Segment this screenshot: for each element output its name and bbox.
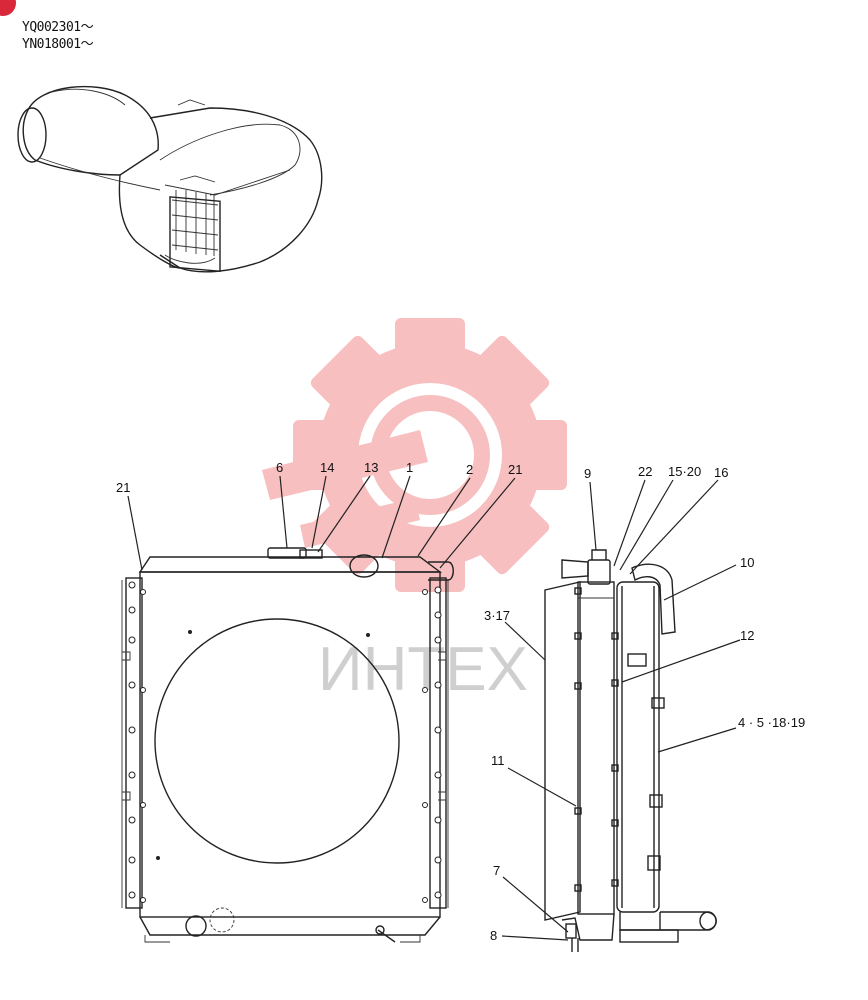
label-22: 22 [638,464,652,479]
label-6: 6 [276,460,283,475]
label-9: 9 [584,466,591,481]
serial-range-1: YQ002301～ [22,20,94,35]
radiator-bolt-holes [128,581,442,903]
label-21-left: 21 [116,480,130,495]
label-10: 10 [740,555,754,570]
corner-badge [0,0,16,16]
label-13: 13 [364,460,378,475]
serial-range-2: YN018001～ [22,37,94,52]
callout-leaders [127,475,741,941]
radiator-side-view [544,549,717,952]
label-12: 12 [740,628,754,643]
callout-labels: 6 14 13 1 2 21 21 9 22 15·20 16 10 3·17 … [116,460,805,943]
label-8: 8 [490,928,497,943]
label-14: 14 [320,460,334,475]
label-2: 2 [466,462,473,477]
label-16: 16 [714,465,728,480]
label-11: 11 [491,753,505,768]
label-4-5-18-19: 4 · 5 ·18·19 [738,715,805,730]
label-3-17: 3·17 [484,608,510,623]
radiator-front-view [121,547,454,943]
label-7: 7 [493,863,500,878]
label-1: 1 [406,460,413,475]
watermark-text: ИНТЕХ [318,635,528,704]
machine-overview-sketch [17,85,323,273]
label-15-20: 15·20 [668,464,701,479]
watermark-gear-icon [262,318,567,592]
label-21-top: 21 [508,462,522,477]
